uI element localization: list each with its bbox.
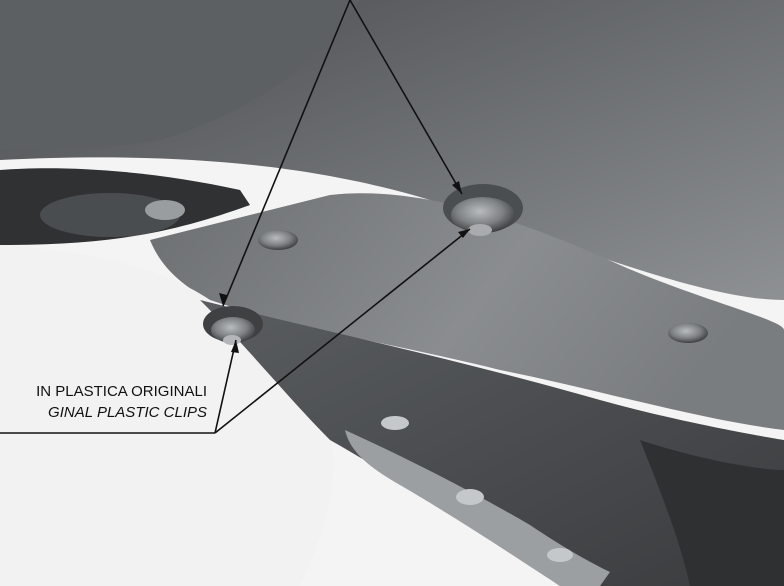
caption-line-italian: IN PLASTICA ORIGINALI: [36, 383, 207, 400]
screw-head: [547, 548, 573, 562]
screw-head: [668, 323, 708, 343]
upper-left-panel: [0, 0, 360, 150]
clip-caption: IN PLASTICA ORIGINALI GINAL PLASTIC CLIP…: [0, 381, 207, 423]
middle-panel: [150, 193, 784, 430]
right-dark-edge: [640, 440, 784, 586]
mechanism-highlight: [145, 200, 185, 220]
screw-head: [381, 416, 409, 430]
arrowheads: [219, 181, 470, 353]
screw-head: [456, 489, 484, 505]
plastic-clip-icon: [443, 184, 523, 236]
screw-head: [258, 230, 298, 250]
bracket-strip: [345, 430, 610, 586]
lower-panel: [200, 300, 784, 586]
background-light: [0, 245, 334, 586]
plastic-clip-icon: [203, 306, 263, 345]
mechanism-part: [40, 193, 180, 237]
leader-lines: [0, 0, 471, 434]
caption-line-english: GINAL PLASTIC CLIPS: [48, 404, 207, 421]
